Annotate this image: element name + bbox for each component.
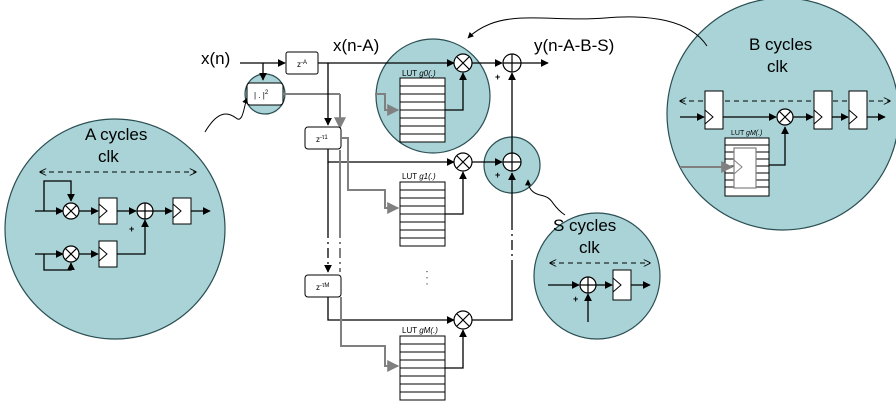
- bubble-a-plus: +: [129, 224, 134, 234]
- bubble-a-mult-1: [62, 202, 80, 220]
- bubble-a-reg-3: [98, 240, 118, 268]
- bubble-a-reg-1: [98, 197, 118, 225]
- bubble-a-wire-9: [117, 219, 149, 255]
- bubble-a-clk: clk: [98, 147, 119, 166]
- label-output: y(n-A-B-S): [534, 36, 614, 55]
- wire-multm-out: [472, 270, 513, 321]
- plus-sign-mid: +: [495, 170, 500, 180]
- ellipsis-vertical: · · ·: [422, 270, 433, 286]
- bubble-a-feedback: [43, 180, 75, 211]
- lut-m-label: LUT gM(.): [402, 326, 438, 335]
- bubble-b-reg-1: [704, 90, 724, 130]
- lut-1-label: LUT g1(.): [402, 172, 436, 181]
- bubble-a-title: A cycles: [85, 125, 147, 144]
- gray-wire-to-lut0: [375, 93, 400, 116]
- bubble-b-lut-out: [769, 126, 789, 166]
- adder-mid: [502, 152, 522, 172]
- wire-to-multm: [327, 297, 455, 324]
- callout-s-to-adder: [525, 179, 566, 216]
- label-x-n-minus-a: x(n-A): [333, 36, 379, 55]
- label-x-n: x(n): [201, 49, 230, 68]
- bubble-a-adder: [136, 202, 154, 220]
- multiplier-0: [453, 53, 473, 73]
- callout-a-to-abs: [204, 97, 248, 133]
- plus-sign-top: +: [495, 72, 500, 82]
- bubble-a-wire-7: [43, 254, 75, 271]
- bubble-s-title: S cycles: [553, 216, 616, 235]
- abs-square-label: | . |2: [254, 90, 269, 100]
- delay-m-block: [304, 274, 342, 298]
- bubble-a-mult-2: [62, 245, 80, 263]
- bubble-b-title: B cycles: [749, 35, 812, 54]
- lut-0: [399, 77, 446, 143]
- delay-a-label: z-A: [297, 60, 307, 69]
- callout-b-to-lut0: [467, 16, 708, 47]
- multiplier-1: [453, 152, 473, 172]
- wire-lut0-out: [445, 72, 467, 111]
- bubble-b-clk: clk: [767, 57, 788, 76]
- delay-m-label: z-τM: [316, 283, 329, 292]
- gray-wire-to-lutm: [340, 297, 400, 372]
- bubble-b-reg-3: [848, 90, 868, 130]
- bubble-b-lut: [724, 137, 770, 197]
- bubble-s-plus: +: [573, 294, 578, 304]
- wire-lut1-out: [445, 171, 467, 215]
- adder-top: [502, 53, 522, 73]
- lut-m: [399, 335, 446, 401]
- gray-wire-to-lut1: [341, 137, 400, 214]
- bubble-s-reg: [612, 269, 632, 301]
- bubble-b-mult: [776, 108, 794, 126]
- lut-1: [399, 181, 446, 247]
- bubble-a-reg-2: [172, 197, 192, 225]
- bubble-s-clk: clk: [579, 238, 600, 257]
- bubble-s-adder: [579, 276, 597, 294]
- bubble-b-reg-2: [813, 90, 833, 130]
- delay-1-label: z-τ1: [316, 135, 328, 144]
- bubble-s-cycles: [533, 212, 661, 340]
- bubble-b-lut-label: LUT gM(.): [731, 130, 762, 137]
- wire-lutm-out: [445, 329, 467, 369]
- multiplier-m: [453, 310, 473, 330]
- lut-0-label: LUT g0(.): [402, 69, 436, 78]
